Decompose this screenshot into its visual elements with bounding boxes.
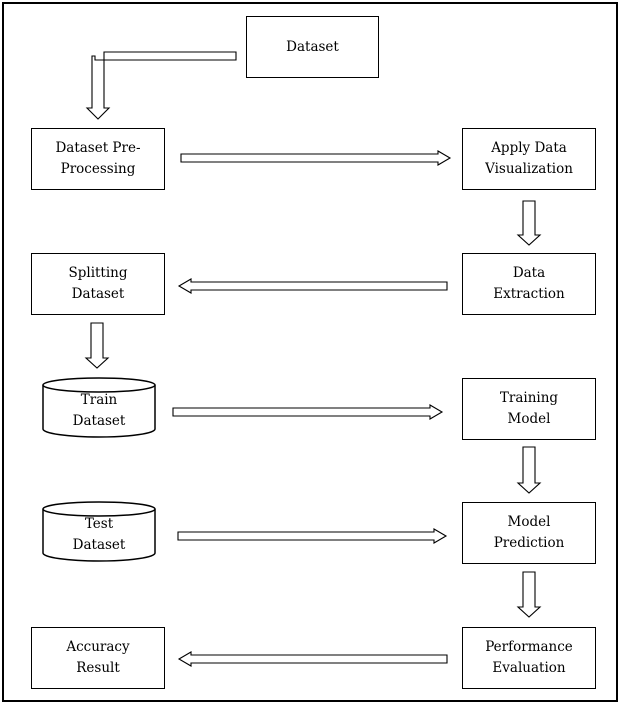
cylinder-shape — [42, 501, 156, 562]
node-test: Test Dataset — [42, 501, 156, 563]
arrow-test-to-prediction — [177, 528, 448, 544]
node-test-line-2: Dataset — [72, 537, 126, 553]
node-extraction-line-2: Extraction — [493, 286, 565, 302]
node-prediction: Model Prediction — [462, 502, 596, 564]
node-preprocessing-line-2: Processing — [60, 161, 136, 177]
node-extraction: Data Extraction — [462, 253, 596, 315]
node-evaluation-line-1: Performance — [485, 639, 573, 655]
node-visualization-line-1: Apply Data — [491, 140, 567, 156]
node-dataset-line-1: Dataset — [286, 38, 339, 55]
node-accuracy-line-1: Accuracy — [66, 639, 130, 655]
node-test-line-1: Test — [84, 516, 114, 532]
arrow-prediction-to-evaluation — [516, 571, 542, 618]
node-training-line-2: Model — [507, 411, 551, 427]
node-accuracy-line-2: Result — [76, 660, 120, 676]
arrow-evaluation-to-accuracy — [177, 651, 448, 667]
node-training-line-1: Training — [499, 390, 559, 406]
node-evaluation: Performance Evaluation — [462, 627, 596, 689]
arrow-splitting-to-train — [84, 322, 110, 369]
node-train-line-1: Train — [80, 392, 118, 408]
cylinder-shape — [42, 377, 156, 438]
node-train: Train Dataset — [42, 377, 156, 439]
node-prediction-line-1: Model — [507, 514, 551, 530]
arrow-extraction-to-splitting — [177, 278, 448, 294]
node-splitting-line-2: Dataset — [71, 286, 125, 302]
node-splitting: Splitting Dataset — [31, 253, 165, 315]
node-visualization-line-2: Visualization — [485, 161, 573, 177]
node-evaluation-line-2: Evaluation — [492, 660, 566, 676]
node-accuracy: Accuracy Result — [31, 627, 165, 689]
node-preprocessing: Dataset Pre- Processing — [31, 128, 165, 190]
node-visualization: Apply Data Visualization — [462, 128, 596, 190]
arrow-preprocessing-to-visualization — [180, 150, 452, 166]
arrow-dataset-to-preprocessing — [85, 51, 237, 120]
node-preprocessing-line-1: Dataset Pre- — [55, 140, 141, 156]
node-train-line-2: Dataset — [72, 413, 126, 429]
node-splitting-line-1: Splitting — [68, 265, 128, 281]
node-extraction-line-1: Data — [512, 265, 546, 281]
node-training: Training Model — [462, 378, 596, 440]
arrow-train-to-training — [172, 404, 444, 420]
node-dataset: Dataset — [246, 16, 379, 78]
arrow-visualization-to-extraction — [516, 200, 542, 246]
arrow-training-to-prediction — [516, 446, 542, 494]
node-prediction-line-2: Prediction — [493, 535, 565, 551]
